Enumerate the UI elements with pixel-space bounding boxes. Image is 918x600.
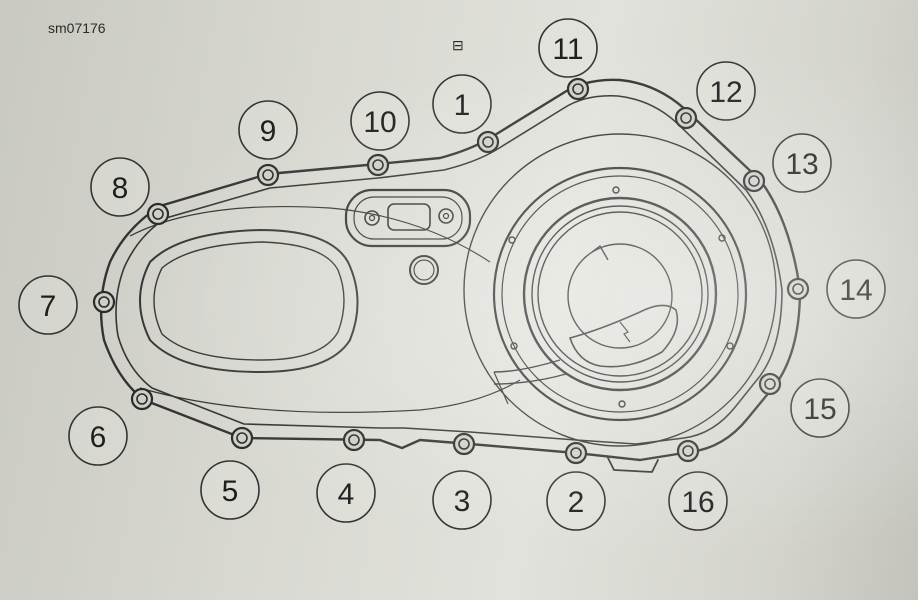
callout-number: 14 (839, 274, 872, 307)
callout-number: 7 (40, 290, 57, 323)
bolt-12 (674, 106, 698, 130)
callout-circle (546, 471, 606, 531)
callout-number: 13 (785, 148, 818, 181)
callout-number: 12 (709, 76, 742, 109)
bolt-16 (676, 439, 700, 463)
callout-10: 10 (350, 91, 410, 151)
bolt-5 (230, 426, 254, 450)
callout-number: 16 (681, 486, 714, 519)
figure-reference-code: sm07176 (48, 20, 106, 36)
cover-inner-flange (115, 94, 783, 445)
callout-circle (538, 18, 598, 78)
callout-circle (68, 406, 128, 466)
bolt-13 (742, 169, 766, 193)
callout-13: 13 (772, 133, 832, 193)
callout-circle (432, 74, 492, 134)
bolt-2 (564, 441, 588, 465)
callout-2: 2 (546, 471, 606, 531)
access-plate (344, 188, 472, 248)
bolt-7 (92, 290, 116, 314)
cover-body (99, 78, 802, 473)
derby-area (463, 133, 777, 447)
inspection-oval (129, 205, 521, 413)
callout-8: 8 (90, 157, 150, 217)
bolt-3 (452, 432, 476, 456)
bolt-9 (256, 163, 280, 187)
callout-circle (696, 61, 756, 121)
callout-number: 6 (90, 421, 107, 454)
callout-number: 1 (454, 89, 471, 122)
callout-circle (316, 463, 376, 523)
callout-number: 9 (260, 115, 277, 148)
callout-11: 11 (538, 18, 598, 78)
callout-12: 12 (696, 61, 756, 121)
callout-5: 5 (200, 460, 260, 520)
callout-circle (350, 91, 410, 151)
cover-bottom-lip (607, 457, 659, 473)
callout-4: 4 (316, 463, 376, 523)
bolt-15 (758, 372, 782, 396)
bolt-14 (786, 277, 810, 301)
callout-15: 15 (790, 378, 850, 438)
cover-outer-edge (99, 78, 802, 462)
callout-number: 5 (222, 475, 239, 508)
callout-circle (238, 100, 298, 160)
callout-circle (790, 378, 850, 438)
callout-1: 1 (432, 74, 492, 134)
bolt-1 (476, 130, 500, 154)
callout-circle (200, 460, 260, 520)
callout-circle (432, 470, 492, 530)
bolt-6 (130, 387, 154, 411)
callout-number: 3 (454, 485, 471, 518)
callout-number: 15 (803, 393, 836, 426)
bolt-11 (566, 77, 590, 101)
callout-number: 10 (363, 106, 396, 139)
bolt-10 (366, 153, 390, 177)
callout-number: 4 (338, 478, 355, 511)
bolt-8 (146, 202, 170, 226)
callout-16: 16 (668, 471, 728, 531)
plug-fitting (409, 255, 439, 285)
derby-tab (568, 304, 679, 368)
callout-6: 6 (68, 406, 128, 466)
callout-number: 11 (552, 33, 583, 66)
callout-14: 14 (826, 259, 886, 319)
callout-3: 3 (432, 470, 492, 530)
callout-number: 2 (568, 486, 585, 519)
callout-circle (826, 259, 886, 319)
figure-stamp: ⊟ (452, 37, 464, 53)
callout-circle (90, 157, 150, 217)
callout-circle (668, 471, 728, 531)
callout-circle (18, 275, 78, 335)
callout-number: 8 (112, 172, 129, 205)
callout-7: 7 (18, 275, 78, 335)
callout-9: 9 (238, 100, 298, 160)
callout-circle (772, 133, 832, 193)
bolt-4 (342, 428, 366, 452)
